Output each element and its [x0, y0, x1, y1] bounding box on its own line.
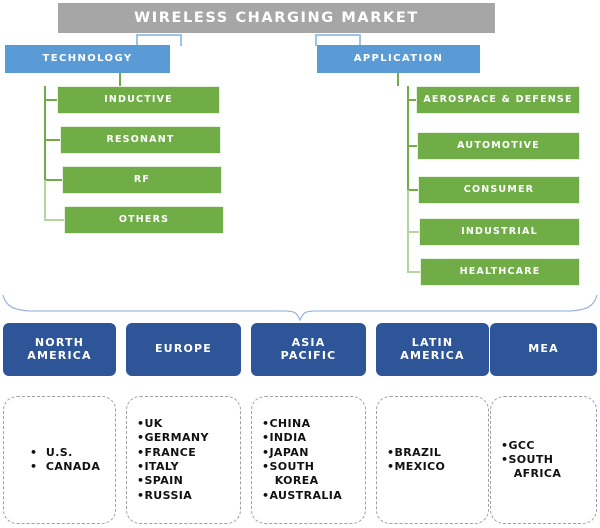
country-item: ITALY	[137, 460, 240, 474]
country-item: CANADA	[30, 460, 115, 474]
application-item-consumer[interactable]: CONSUMER	[418, 176, 580, 204]
country-list: U.S.CANADA	[4, 446, 115, 475]
technology-item-resonant[interactable]: RESONANT	[60, 126, 221, 154]
country-item: SOUTH	[262, 460, 365, 474]
segment-application[interactable]: APPLICATION	[317, 45, 480, 73]
country-item: U.S.	[30, 446, 115, 460]
technology-item-rf[interactable]: RF	[62, 166, 222, 194]
region-mea[interactable]: MEA	[490, 323, 597, 376]
country-item: SOUTH	[501, 453, 596, 467]
country-list: BRAZILMEXICO	[377, 446, 488, 475]
application-item-automotive[interactable]: AUTOMOTIVE	[417, 132, 580, 160]
country-panel-north-america: U.S.CANADA	[3, 396, 116, 524]
country-item: AUSTRALIA	[262, 489, 365, 503]
region-europe[interactable]: EUROPE	[126, 323, 241, 376]
country-list: CHINAINDIAJAPANSOUTH KOREAAUSTRALIA	[252, 417, 365, 503]
country-panel-asia-pacific: CHINAINDIAJAPANSOUTH KOREAAUSTRALIA	[251, 396, 366, 524]
country-item: AFRICA	[509, 467, 562, 481]
country-item: KOREA	[270, 474, 319, 488]
country-panel-mea: GCCSOUTH AFRICA	[490, 396, 597, 524]
country-item: JAPAN	[262, 446, 365, 460]
application-item-healthcare[interactable]: HEALTHCARE	[420, 258, 580, 286]
country-item: GERMANY	[137, 431, 240, 445]
country-list: GCCSOUTH AFRICA	[491, 439, 596, 482]
technology-item-others[interactable]: OTHERS	[64, 206, 224, 234]
country-item: GCC	[501, 439, 596, 453]
country-item: FRANCE	[137, 446, 240, 460]
country-panel-latin-america: BRAZILMEXICO	[376, 396, 489, 524]
country-item: BRAZIL	[387, 446, 488, 460]
country-item: CHINA	[262, 417, 365, 431]
segment-technology[interactable]: TECHNOLOGY	[5, 45, 170, 73]
country-item: RUSSIA	[137, 489, 240, 503]
page-title: WIRELESS CHARGING MARKET	[58, 3, 495, 33]
country-panel-europe: UKGERMANYFRANCEITALYSPAINRUSSIA	[126, 396, 241, 524]
country-item: UK	[137, 417, 240, 431]
technology-item-inductive[interactable]: INDUCTIVE	[57, 86, 220, 114]
country-item: MEXICO	[387, 460, 488, 474]
application-item-aerospace-defense[interactable]: AEROSPACE & DEFENSE	[416, 86, 580, 114]
country-item: INDIA	[262, 431, 365, 445]
application-item-industrial[interactable]: INDUSTRIAL	[419, 218, 580, 246]
country-list: UKGERMANYFRANCEITALYSPAINRUSSIA	[127, 417, 240, 503]
country-item: SPAIN	[137, 474, 240, 488]
